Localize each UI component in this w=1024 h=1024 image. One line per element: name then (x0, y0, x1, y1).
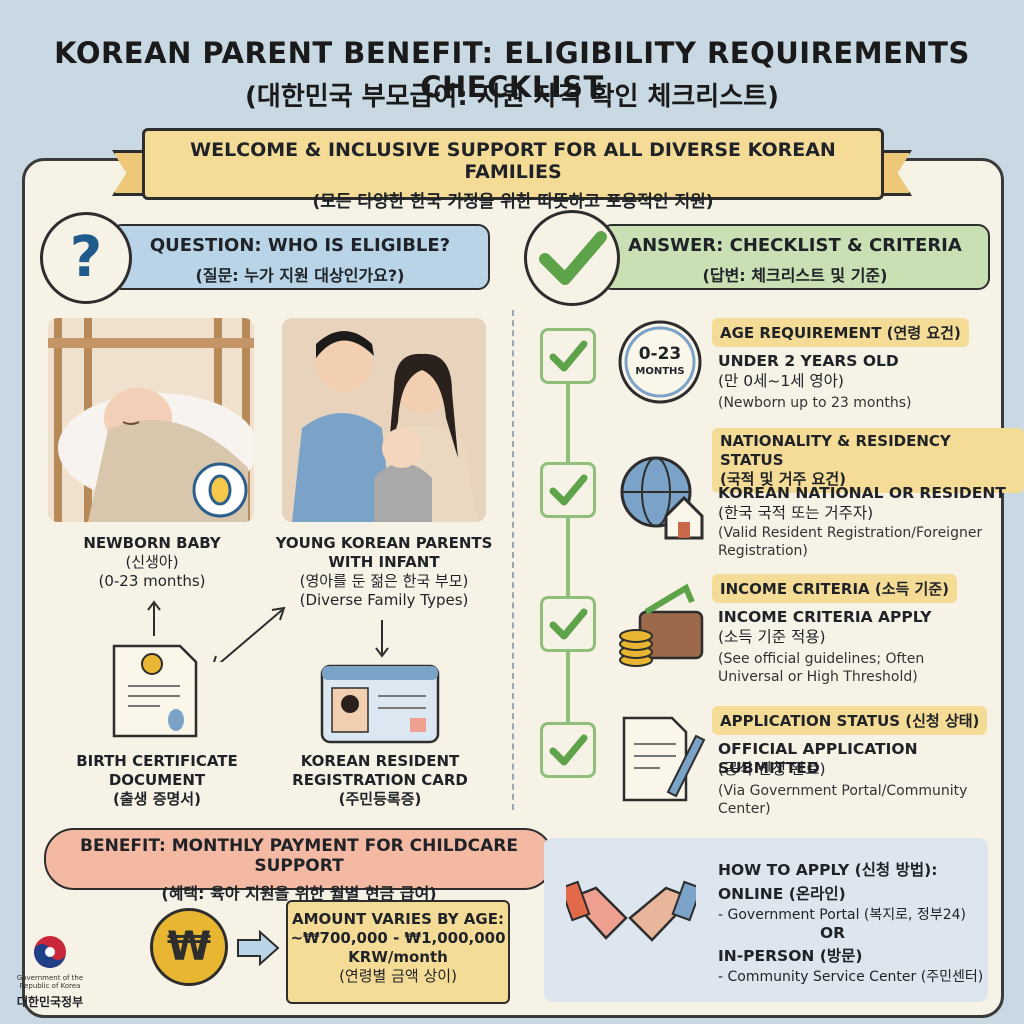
application-main-2: (공식 신청 완료) (718, 760, 826, 778)
id-card-title-2: REGISTRATION CARD (292, 771, 468, 789)
age-main-2: (만 0세~1세 영아) (718, 372, 844, 390)
page-subtitle: (대한민국 부모급여: 지원 자격 확인 체크리스트) (245, 82, 779, 112)
amount-line-4: (연령별 금액 상이) (339, 967, 457, 985)
family-ko: (영아를 둔 젊은 한국 부모) (299, 572, 469, 590)
id-card-title-1: KOREAN RESIDENT (300, 752, 460, 770)
benefit-banner: BENEFIT: MONTHLY PAYMENT FOR CHILDCARE S… (44, 828, 554, 903)
income-main-2: (소득 기준 적용) (718, 628, 826, 646)
newborn-ko: (신생아) (125, 553, 179, 571)
age-main-1: UNDER 2 YEARS OLD (718, 352, 899, 370)
connector-arrows (147, 600, 389, 662)
answer-box: ANSWER: CHECKLIST & CRITERIA (답변: 체크리스트 … (600, 224, 990, 290)
answer-line-2: (답변: 체크리스트 및 기준) (702, 266, 888, 285)
question-line-1: QUESTION: WHO IS ELIGIBLE? (149, 235, 451, 256)
gov-en-1: Government of the (16, 974, 84, 982)
nationality-main-1: KOREAN NATIONAL OR RESIDENT (718, 484, 1006, 502)
gov-en-2: Republic of Korea (19, 982, 81, 990)
apply-online-sub: - Government Portal (복지로, 정부24) (718, 907, 966, 923)
won-coin-icon: ₩ (150, 908, 228, 986)
nationality-tag: NATIONALITY & RESIDENCY STATUS (국적 및 거주 … (712, 428, 1024, 493)
certificate-ko: (출생 증명서) (113, 790, 201, 808)
certificate-caption: BIRTH CERTIFICATE DOCUMENT (출생 증명서) (62, 752, 252, 809)
application-tag: APPLICATION STATUS (신청 상태) (712, 706, 988, 735)
family-caption: YOUNG KOREAN PARENTS WITH INFANT (영아를 둔 … (266, 534, 502, 610)
id-card-icon (320, 664, 440, 744)
income-sub-2: Universal or High Threshold) (718, 669, 918, 685)
apply-online: ONLINE (온라인) (718, 885, 846, 903)
amount-line-3: KRW/month (348, 948, 448, 966)
family-title-2: WITH INFANT (328, 553, 440, 571)
clock-text-2: MONTHS (635, 366, 685, 377)
nationality-sub-2: Registration) (718, 543, 808, 559)
nationality-tag-1: NATIONALITY & RESIDENCY STATUS (720, 432, 951, 469)
document-pen-icon (620, 714, 706, 804)
certificate-title-1: BIRTH CERTIFICATE (76, 752, 238, 770)
amount-line-2: ~₩700,000 - ₩1,000,000 (290, 929, 506, 947)
question-line-2: (질문: 누가 지원 대상인가요?) (195, 266, 405, 285)
welcome-line-2: (모든 다양한 한국 가정을 위한 따뜻하고 포용적인 지원) (312, 192, 714, 212)
certificate-title-2: DOCUMENT (108, 771, 206, 789)
column-divider (512, 310, 514, 810)
newborn-sub: (0-23 months) (98, 572, 206, 590)
taegeuk-emblem-icon (34, 936, 66, 968)
page-title: KOREAN PARENT BENEFIT: ELIGIBILITY REQUI… (54, 36, 970, 104)
check-icon (540, 462, 596, 518)
amount-line-1: AMOUNT VARIES BY AGE: (292, 910, 504, 928)
arrow-right-icon (237, 930, 280, 966)
check-icon (540, 328, 596, 384)
welcome-banner: WELCOME & INCLUSIVE SUPPORT FOR ALL DIVE… (142, 128, 884, 212)
apply-title: HOW TO APPLY (신청 방법): (718, 861, 938, 879)
wallet-coins-icon (616, 582, 708, 672)
clock-text-1: 0-23 (638, 344, 682, 364)
check-icon (540, 596, 596, 652)
family-sub: (Diverse Family Types) (299, 591, 469, 609)
id-card-ko: (주민등록증) (338, 790, 422, 808)
handshake-icon (566, 880, 696, 942)
amount-box: AMOUNT VARIES BY AGE: ~₩700,000 - ₩1,000… (286, 900, 510, 1004)
benefit-line-1: BENEFIT: MONTHLY PAYMENT FOR CHILDCARE S… (80, 836, 518, 876)
income-sub-1: (See official guidelines; Often (718, 651, 925, 667)
nationality-sub-1: (Valid Resident Registration/Foreigner (718, 525, 983, 541)
question-mark-icon: ? (40, 212, 132, 304)
application-main-1: OFFICIAL APPLICATION SUBMITTED (718, 740, 918, 777)
welcome-line-1: WELCOME & INCLUSIVE SUPPORT FOR ALL DIVE… (190, 139, 836, 183)
certificate-icon (110, 640, 200, 740)
government-logo: Government of the Republic of Korea 대한민국… (10, 934, 90, 1010)
globe-house-icon (616, 452, 708, 544)
family-title-1: YOUNG KOREAN PARENTS (275, 534, 493, 552)
application-sub-1: (Via Government Portal/Community (718, 783, 968, 799)
benefit-line-2: (혜택: 육아 지원을 위한 월별 현금 급여) (161, 884, 437, 903)
clock-icon: 0-23 MONTHS (616, 318, 704, 406)
check-icon (540, 722, 596, 778)
age-requirement-tag: AGE REQUIREMENT (연령 요건) (712, 318, 969, 347)
how-to-apply-box: HOW TO APPLY (신청 방법): ONLINE (온라인) - Gov… (544, 838, 988, 1002)
apply-or: OR (820, 924, 846, 942)
apply-inperson: IN-PERSON (방문) (718, 947, 863, 965)
checklist-timeline (566, 340, 570, 760)
question-box: QUESTION: WHO IS ELIGIBLE? (질문: 누가 지원 대상… (110, 224, 490, 290)
newborn-baby-photo (48, 318, 254, 522)
income-main-1: INCOME CRITERIA APPLY (718, 608, 932, 626)
nationality-main-2: (한국 국적 또는 거주자) (718, 504, 874, 522)
age-sub: (Newborn up to 23 months) (718, 395, 912, 411)
id-card-caption: KOREAN RESIDENT REGISTRATION CARD (주민등록증… (282, 752, 478, 809)
answer-line-1: ANSWER: CHECKLIST & CRITERIA (628, 235, 962, 256)
apply-inperson-sub: - Community Service Center (주민센터) (718, 969, 984, 985)
income-tag: INCOME CRITERIA (소득 기준) (712, 574, 958, 603)
newborn-caption: NEWBORN BABY (신생아) (0-23 months) (52, 534, 252, 591)
nationality-tag-2: (국적 및 거주 요건) (720, 470, 846, 488)
gov-ko: 대한민국정부 (16, 995, 84, 1009)
big-check-icon (524, 210, 620, 306)
newborn-title: NEWBORN BABY (83, 534, 221, 552)
application-sub-2: Center) (718, 801, 771, 817)
young-family-photo (282, 318, 486, 522)
